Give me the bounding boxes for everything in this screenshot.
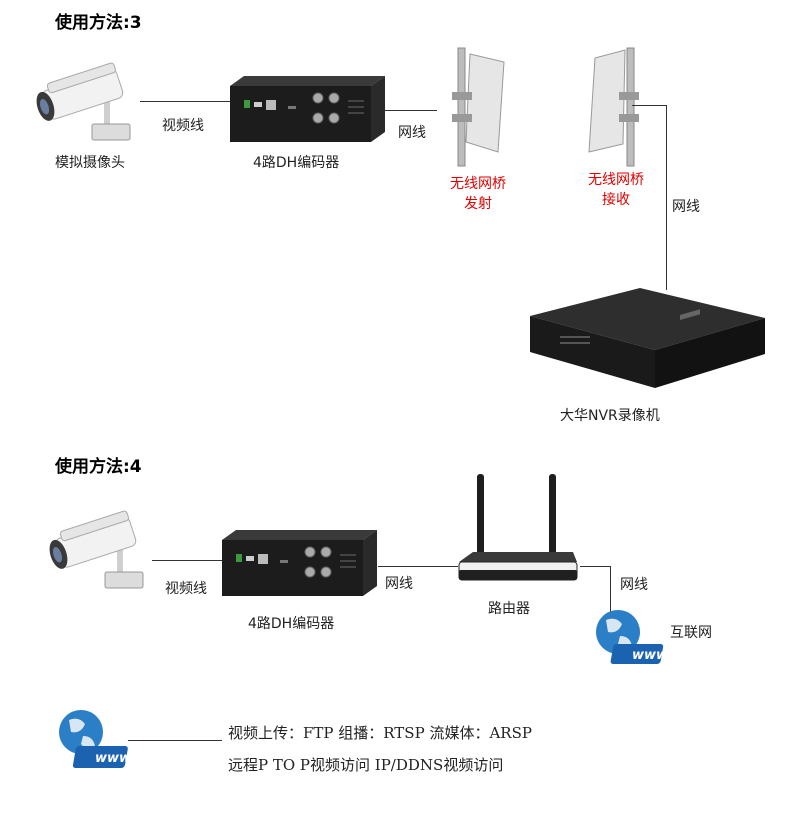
network-cable-line [666,105,667,290]
bridge-rx-label-line1: 无线网桥 [588,172,644,188]
bridge-tx-label: 无线网桥 发射 [438,174,518,214]
video-cable-label: 视频线 [162,118,204,134]
nvr-label: 大华NVR录像机 [560,408,660,424]
bridge-rx-label: 无线网桥 接收 [576,170,656,210]
encoder-device-icon [222,530,377,596]
connection-line [128,740,222,741]
network-cable-line [385,110,437,111]
network-cable-line [580,566,610,567]
video-cable-line [140,101,232,102]
camera-label: 模拟摄像头 [55,155,125,171]
video-cable-label: 视频线 [165,581,207,597]
network-cable-label: 网线 [672,199,700,215]
feature-line-2: 远程P TO P视频访问 IP/DDNS视频访问 [228,756,504,774]
bridge-rx-label-line2: 接收 [602,192,630,208]
svg-text:www: www [95,751,132,766]
method4-title: 使用方法:4 [55,457,142,477]
wireless-bridge-rx-icon [588,47,639,167]
internet-globe-icon: www [59,710,132,768]
encoder-device-icon [230,76,385,142]
router-icon [458,474,578,581]
video-cable-line [152,560,224,561]
camera-icon [36,62,131,141]
feature-line-1: 视频上传：FTP 组播：RTSP 流媒体：ARSP [228,724,532,742]
wireless-bridge-tx-icon [452,47,505,167]
network-cable-line [378,566,458,567]
network-cable-label: 网线 [620,577,648,593]
router-label: 路由器 [488,601,530,617]
svg-text:www: www [632,648,669,663]
encoder-label: 4路DH编码器 [248,616,335,632]
bridge-tx-label-line2: 发射 [464,196,492,212]
network-cable-line [632,105,666,106]
internet-globe-icon: www [596,610,669,664]
network-cable-label: 网线 [398,125,426,141]
internet-label: 互联网 [670,625,712,641]
camera-icon [49,510,144,589]
network-cable-label: 网线 [385,576,413,592]
nvr-recorder-icon [530,288,765,388]
network-cable-line [610,566,611,614]
bridge-tx-label-line1: 无线网桥 [450,176,506,192]
method3-title: 使用方法:3 [55,13,142,33]
encoder-label: 4路DH编码器 [253,155,340,171]
